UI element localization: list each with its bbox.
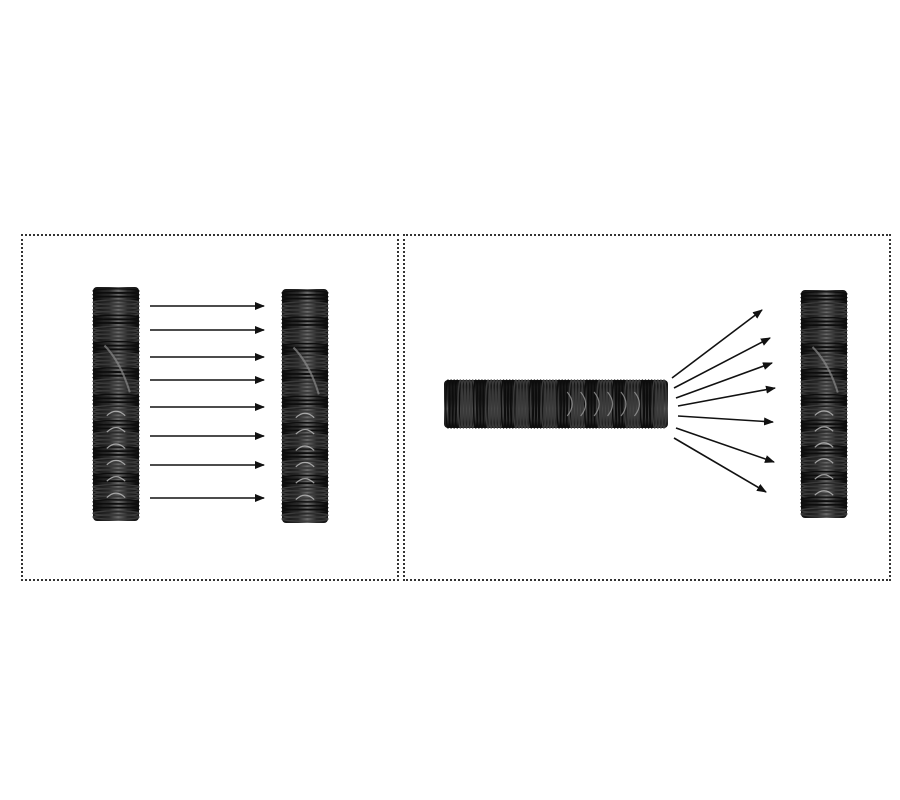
- arrow: [675, 427, 775, 463]
- arrow: [671, 309, 763, 379]
- fanning-arrows: [671, 309, 776, 493]
- vertical-helix-icon: [92, 287, 140, 521]
- arrow: [677, 415, 774, 426]
- right-panel-frame: [403, 234, 891, 581]
- vertical-helix-icon: [800, 290, 848, 518]
- parallel-arrows: [150, 302, 265, 502]
- arrow: [673, 337, 771, 389]
- arrow: [675, 362, 773, 399]
- left-panel-frame: [21, 234, 399, 581]
- vertical-helix-icon: [281, 289, 329, 523]
- horizontal-helix-icon: [444, 379, 668, 429]
- arrow: [677, 385, 776, 407]
- arrow: [673, 437, 767, 493]
